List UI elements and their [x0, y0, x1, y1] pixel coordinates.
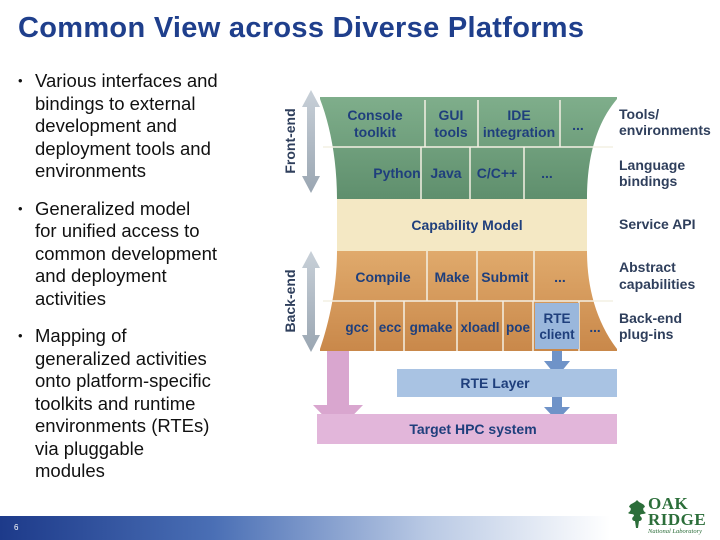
rte-client-box	[535, 303, 579, 349]
capability-model-band	[337, 199, 587, 251]
cap-make: Make	[434, 269, 469, 285]
hourglass-top	[320, 97, 617, 199]
rte-down-arrow	[544, 351, 570, 377]
ide-integration-line2: integration	[483, 124, 555, 140]
logo-line1: OAK	[648, 494, 689, 513]
oak-leaf-icon	[628, 500, 646, 528]
rte-to-target-arrow	[544, 397, 570, 421]
logo-line2: RIDGE	[648, 510, 707, 529]
architecture-diagram: Front-end Back-end Console toolkit GUI t…	[282, 90, 711, 444]
plugin-poe: poe	[506, 320, 530, 335]
plugin-ecc: ecc	[379, 320, 402, 335]
right-label-tools-line1: Tools/	[619, 106, 659, 122]
plugin-ellipsis: ...	[589, 320, 600, 335]
target-hpc-box	[317, 414, 617, 444]
right-label-plugins-line1: Back-end	[619, 310, 682, 326]
ornl-logo: OAK RIDGE National Laboratory	[626, 494, 716, 538]
target-hpc-label: Target HPC system	[409, 421, 536, 437]
ide-integration-line1: IDE	[507, 107, 530, 123]
back-end-arrow	[302, 251, 320, 352]
footer-bar	[0, 516, 610, 540]
target-down-arrow	[313, 351, 363, 431]
bullet-dot: •	[18, 328, 23, 343]
bullet-list: • Various interfaces and bindings to ext…	[18, 70, 268, 498]
rte-client-line1: RTE	[544, 311, 571, 326]
bullet-text: Mapping of generalized activities onto p…	[35, 325, 211, 481]
logo-line3: National Laboratory	[648, 528, 702, 535]
bullet-text: Generalized model for unified access to …	[35, 197, 218, 309]
right-label-lang-line2: bindings	[619, 173, 678, 189]
cap-ellipsis: ...	[554, 269, 566, 285]
rte-layer-box	[397, 369, 617, 397]
right-label-abstract-line1: Abstract	[619, 259, 676, 275]
gui-tools-line1: GUI	[439, 107, 464, 123]
cap-compile: Compile	[355, 269, 410, 285]
plugin-gcc: gcc	[345, 320, 369, 335]
bullet-item: • Generalized model for unified access t…	[18, 198, 268, 311]
front-end-label: Front-end	[282, 108, 298, 173]
console-toolkit-line2: toolkit	[354, 124, 396, 140]
gui-tools-line2: tools	[434, 124, 468, 140]
lang-ellipsis: ...	[541, 165, 553, 181]
bullet-item: • Mapping of generalized activities onto…	[18, 325, 268, 483]
rte-layer-label: RTE Layer	[460, 375, 530, 391]
page-number: 6	[14, 523, 19, 532]
right-label-tools-line2: environments	[619, 122, 711, 138]
lang-cpp: C/C++	[477, 165, 517, 181]
bullet-text: Various interfaces and bindings to exter…	[35, 70, 218, 181]
lang-python: Python	[373, 165, 420, 181]
cap-submit: Submit	[481, 269, 529, 285]
back-end-label: Back-end	[282, 269, 298, 332]
bullet-dot: •	[18, 73, 23, 88]
right-label-abstract-line2: capabilities	[619, 276, 695, 292]
rte-client-line2: client	[539, 327, 575, 342]
right-label-lang-line1: Language	[619, 157, 685, 173]
front-end-arrow	[302, 90, 320, 193]
lang-java: Java	[430, 165, 461, 181]
slide-title: Common View across Diverse Platforms	[18, 12, 585, 44]
console-toolkit-line1: Console	[347, 107, 402, 123]
bullet-dot: •	[18, 200, 23, 216]
bullet-item: • Various interfaces and bindings to ext…	[18, 70, 268, 183]
plugin-xloadl: xloadl	[460, 320, 499, 335]
right-label-service: Service API	[619, 216, 696, 232]
right-label-plugins-line2: plug-ins	[619, 326, 674, 342]
tools-ellipsis: ...	[572, 117, 584, 133]
capability-model-label: Capability Model	[411, 217, 522, 233]
plugin-gmake: gmake	[410, 320, 453, 335]
